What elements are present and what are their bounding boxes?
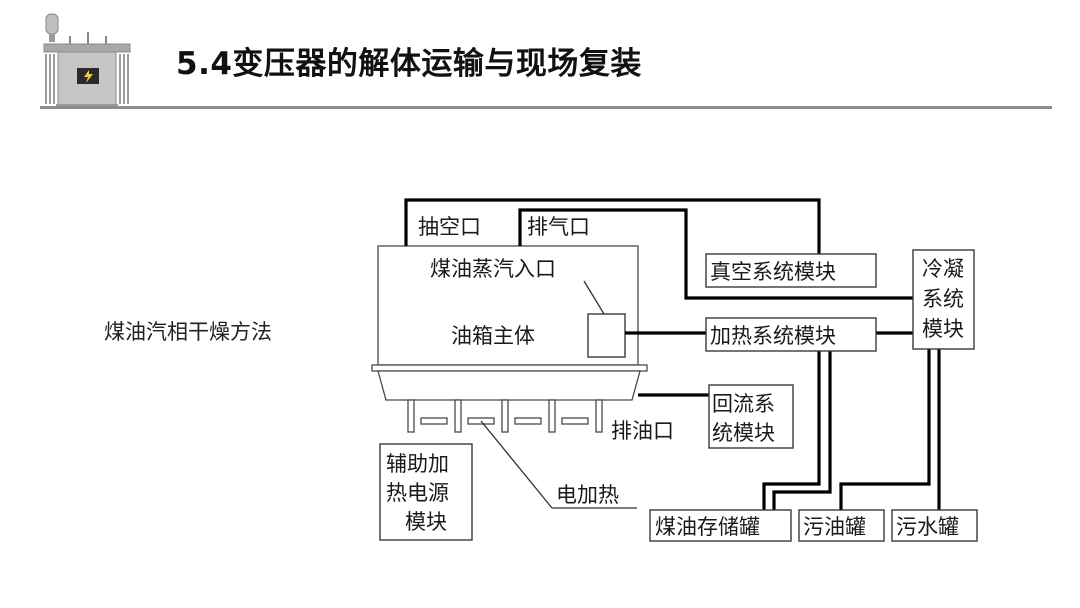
tank-feet: [407, 399, 603, 433]
vacuum-port-label: 抽空口: [418, 215, 481, 239]
vacuum-module-label: 真空系统模块: [710, 260, 836, 284]
page-title: 5.4变压器的解体运输与现场复装: [176, 46, 642, 82]
aux-heating-box: [379, 443, 473, 541]
vapor-inlet-box: [587, 313, 626, 358]
title-divider: [40, 106, 1052, 109]
vacuum-module-box: [705, 253, 877, 288]
reflux-module-label-2: 统模块: [712, 421, 775, 445]
sewage-tank-label: 污水罐: [896, 515, 959, 539]
aux-heating-label-1: 辅助加: [386, 452, 449, 476]
heater-leader-line: [480, 420, 553, 509]
dirty-oil-tank-label: 污油罐: [803, 515, 866, 539]
heating-module-box: [705, 317, 877, 352]
condenser-module-label-1: 冷凝: [922, 257, 964, 281]
exhaust-port-label: 排气口: [527, 215, 590, 239]
tank-body-label: 油箱主体: [451, 324, 535, 348]
condenser-module-label-3: 模块: [922, 317, 964, 341]
vapor-inlet-label: 煤油蒸汽入口: [430, 257, 556, 281]
condenser-module-label-2: 系统: [922, 287, 964, 311]
heating-module-label: 加热系统模块: [710, 324, 836, 348]
aux-heating-label-3: 模块: [405, 510, 447, 534]
method-label: 煤油汽相干燥方法: [104, 320, 272, 344]
tank-flange: [371, 364, 648, 372]
pipelines: [404, 198, 941, 510]
dirty-oil-tank-box: [798, 509, 885, 542]
kerosene-tank-label: 煤油存储罐: [655, 515, 760, 539]
drain-port-label: 排油口: [611, 419, 674, 443]
transformer-icon: [43, 13, 131, 109]
heater-label: 电加热: [556, 483, 619, 507]
sewage-tank-box: [891, 509, 978, 542]
kerosene-tank-box: [649, 509, 792, 542]
reflux-module-box: [708, 384, 794, 449]
reflux-module-label-1: 回流系: [712, 392, 775, 416]
tank-base: [377, 370, 641, 401]
aux-heating-label-2: 热电源: [386, 481, 449, 505]
condenser-module-box: [912, 249, 975, 350]
inlet-leader-line: [583, 280, 605, 315]
